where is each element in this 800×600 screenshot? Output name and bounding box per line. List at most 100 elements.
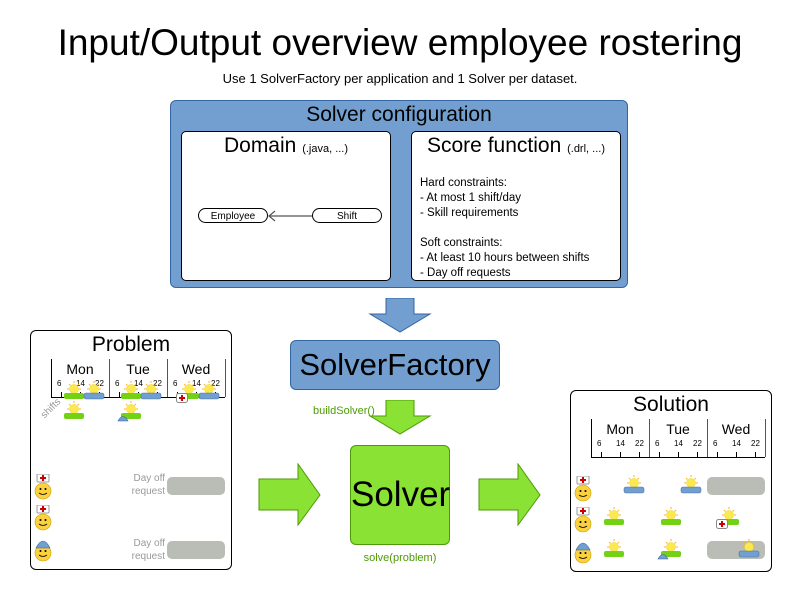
arrow-down-green-icon <box>368 400 432 435</box>
blue-shift-icon <box>140 381 162 400</box>
soft-constraints-heading: Soft constraints: <box>420 237 503 249</box>
hour-tick-label: 14 <box>616 439 625 448</box>
hour-tick-label: 14 <box>732 439 741 448</box>
day-label: Tue <box>666 421 690 437</box>
day-label: Wed <box>181 361 211 377</box>
constraints-list: Hard constraints: - At most 1 shift/day … <box>420 176 589 281</box>
day-label: Wed <box>721 421 751 437</box>
timeline-axis <box>51 359 52 397</box>
arrow-right-in-icon <box>258 463 321 527</box>
score-function-panel: Score function (.drl, ...) Hard constrai… <box>411 131 621 281</box>
day-separator <box>649 419 650 457</box>
worker-skill-icon <box>117 416 129 422</box>
nurse-skill-icon <box>176 393 188 403</box>
build-solver-label: buildSolver() <box>313 405 375 417</box>
day-off-request-label: Day off request <box>121 472 165 498</box>
day-off-request-block <box>167 541 225 559</box>
request-text: request <box>131 551 165 562</box>
domain-title-text: Domain <box>223 134 297 157</box>
nurse-employee-avatar <box>574 476 592 502</box>
day-off-text: Day off <box>133 473 166 484</box>
timeline-axis <box>591 419 592 457</box>
hour-tick-label: 6 <box>655 439 660 448</box>
hour-tick-label: 22 <box>153 379 162 388</box>
day-off-request-block <box>707 477 765 495</box>
arrow-right-out-icon <box>478 463 541 527</box>
hour-tick <box>697 452 698 457</box>
employee-class-box: Employee <box>198 208 268 223</box>
worker-employee-avatar <box>574 542 592 564</box>
hour-tick-label: 6 <box>597 439 602 448</box>
hard-constraints-heading: Hard constraints: <box>420 177 507 189</box>
worker-skill-icon <box>657 554 669 560</box>
green-shift-icon <box>604 507 624 525</box>
hour-tick <box>601 452 602 457</box>
day-separator <box>109 359 110 397</box>
blue-shift-icon <box>738 539 760 558</box>
day-separator <box>707 419 708 457</box>
hour-tick-label: 22 <box>211 379 220 388</box>
domain-suffix: (.java, ...) <box>302 143 349 155</box>
shifts-label: shifts <box>39 396 64 421</box>
day-separator <box>225 359 226 397</box>
solver-factory-box: SolverFactory <box>290 340 500 390</box>
page-title: Input/Output overview employee rostering <box>57 22 743 63</box>
hour-tick-label: 14 <box>192 379 201 388</box>
green-shift-icon <box>64 401 84 419</box>
blue-shift-icon <box>198 381 220 400</box>
nurse-skill-icon <box>716 519 728 529</box>
soft-constraint-item: - At least 10 hours between shifts <box>420 252 590 264</box>
day-off-text: Day off <box>133 538 166 549</box>
hour-tick-label: 6 <box>57 379 62 388</box>
hour-tick <box>736 452 737 457</box>
hard-constraint-item: - At most 1 shift/day <box>420 192 521 204</box>
day-off-request-label: Day off request <box>121 537 165 563</box>
solver-configuration-title: Solver configuration <box>306 103 492 126</box>
solver-configuration-box: Solver configuration Domain (.java, ...)… <box>170 100 628 288</box>
day-label: Tue <box>126 361 150 377</box>
day-separator <box>167 359 168 397</box>
hour-tick-label: 6 <box>115 379 120 388</box>
nurse-employee-avatar <box>574 507 592 533</box>
hour-tick-label: 22 <box>751 439 760 448</box>
hour-tick-label: 6 <box>173 379 178 388</box>
blue-shift-icon <box>680 475 702 494</box>
day-label: Mon <box>606 421 634 437</box>
day-separator <box>765 419 766 457</box>
hour-tick <box>119 392 120 397</box>
hour-tick <box>639 452 640 457</box>
hour-tick-label: 14 <box>674 439 683 448</box>
hard-constraint-item: - Skill requirements <box>420 207 519 219</box>
hour-tick-label: 14 <box>76 379 85 388</box>
hour-tick <box>755 452 756 457</box>
green-shift-icon <box>604 539 624 557</box>
score-function-title-text: Score function <box>427 134 562 157</box>
spacer <box>420 221 589 236</box>
hour-tick-label: 22 <box>635 439 644 448</box>
hour-tick <box>678 452 679 457</box>
green-shift-icon <box>121 401 141 419</box>
association-arrow-icon <box>268 210 312 222</box>
hour-tick-label: 14 <box>134 379 143 388</box>
nurse-employee-avatar <box>34 474 52 500</box>
blue-shift-icon <box>623 475 645 494</box>
score-function-suffix: (.drl, ...) <box>567 143 605 155</box>
green-shift-icon <box>661 539 681 557</box>
hour-tick <box>61 392 62 397</box>
hour-tick <box>620 452 621 457</box>
score-function-title: Score function (.drl, ...) <box>412 134 620 158</box>
request-text: request <box>131 486 165 497</box>
hour-tick-label: 6 <box>713 439 718 448</box>
day-label: Mon <box>66 361 94 377</box>
solve-call-label: solve(problem) <box>363 552 437 564</box>
hour-tick <box>717 452 718 457</box>
hour-tick-label: 22 <box>693 439 702 448</box>
blue-shift-icon <box>83 381 105 400</box>
solver-box: Solver <box>350 445 450 545</box>
nurse-employee-avatar <box>34 505 52 531</box>
day-off-request-block <box>167 477 225 495</box>
timeline-baseline <box>591 457 765 458</box>
green-shift-icon <box>661 507 681 525</box>
